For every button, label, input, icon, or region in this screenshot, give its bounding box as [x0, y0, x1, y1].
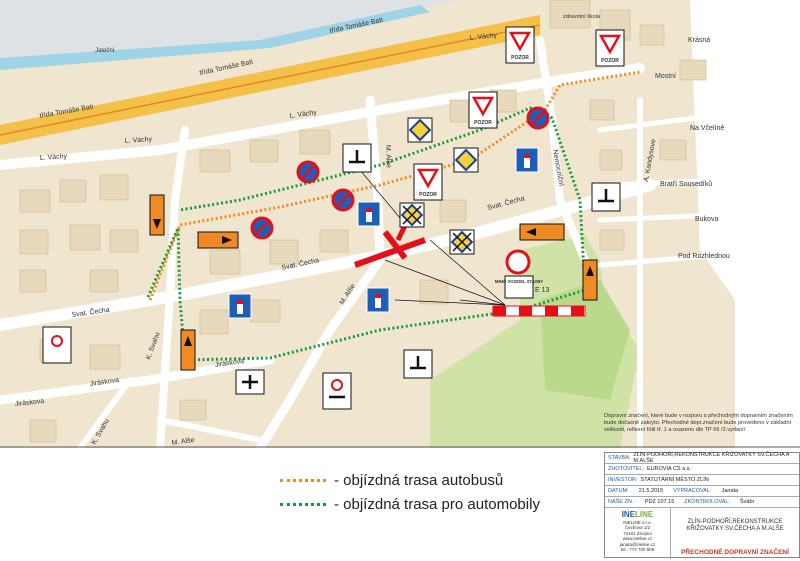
tb-zkontroloval-label: ZKONTROLOVAL: [684, 499, 731, 505]
street-label-l-vachy-3: L. Váchy [289, 109, 317, 120]
sign-code-e13: E 13 [535, 287, 550, 294]
street-label-m-alse-1: M. Alše [384, 145, 392, 168]
note-text: Dopravní značení, které bude v rozporu s… [604, 413, 793, 433]
sign-pointer-lines [359, 169, 506, 306]
tb-drawing-title: PŘECHODNÉ DOPRAVNÍ ZNAČENÍ [681, 549, 789, 556]
is11-panel-5 [403, 349, 433, 379]
dead-end-sign-2 [228, 293, 252, 319]
no-parking-sign-1 [296, 160, 320, 184]
tb-vypracoval-label: VYPRACOVAL: [673, 488, 712, 494]
pozor-text-1: POZOR [511, 55, 529, 61]
street-label-mostni: Mostní [655, 73, 676, 80]
label-zdravotni-skola: zdravotní škola [563, 14, 601, 20]
tb-investor: INVESTOR:STATUTÁRNÍ MĚSTO ZLÍN [605, 475, 799, 486]
dead-end-sign-1 [357, 201, 381, 227]
no-vehicles-sign [505, 249, 531, 275]
is11-panel-2 [591, 182, 621, 212]
pozor-text-4: POZOR [419, 192, 437, 198]
logo-line-6: tel.: 774 700 500 [620, 547, 655, 553]
river [0, 5, 430, 70]
tb-datum-value: 21.5.2015 [638, 488, 664, 494]
pozor-text-3: POZOR [474, 120, 492, 126]
is11-panel-3 [42, 326, 72, 364]
tb-nase-zn-label: NAŠE ZN.: [608, 499, 635, 505]
logo-line-4: www.ineline.cz [622, 536, 653, 542]
title-block: STAVBA:ZLÍN-PODHOŘÍ,REKONSTRUKCE KŘIŽOVA… [604, 452, 800, 559]
tb-zhotovitel-label: ZHOTOVITEL: [608, 466, 644, 472]
logo-brand: INELINE [621, 510, 654, 519]
legend-car-route: - objízdná trasa pro automobily [280, 492, 600, 516]
tb-stavba-label: STAVBA: [608, 455, 631, 461]
detour-arrow-5 [180, 329, 196, 371]
tb-datum-label: DATUM: [608, 488, 629, 494]
tb-zn-row: NAŠE ZN.: PDZ 107.15 ZKONTROLOVAL: Švábr [605, 497, 799, 508]
empty-area [640, 0, 800, 448]
pozor-text-2: POZOR [601, 58, 619, 64]
legend-car-label: - objízdná trasa pro automobily [334, 495, 540, 513]
street-label-pod-rozhlednou: Pod Rozhlednou [678, 253, 730, 260]
legend: - objízdná trasa autobusů - objízdná tra… [280, 468, 600, 516]
legend-car-swatch [280, 502, 326, 506]
no-parking-sign-3 [250, 216, 274, 240]
dead-end-sign-4 [515, 147, 539, 173]
street-label-jiraskova-1: Jiráskova [89, 377, 119, 388]
priority-road-sign-2 [453, 147, 479, 173]
legend-bus-route: - objízdná trasa autobusů [280, 468, 600, 492]
detour-arrow-1 [149, 194, 165, 236]
tb-project: ZLÍN-PODHOŘÍ,REKONSTRUKCE KŘIŽOVATKY SV.… [671, 508, 799, 559]
tb-vypracoval-value: Janata [721, 488, 739, 494]
detour-arrow-4 [582, 259, 598, 301]
highway-centerline [0, 24, 541, 136]
street-label-l-vachy-1: L. Váchy [40, 153, 68, 162]
is11-panel-6 [235, 369, 265, 395]
logo-line-5: janata@ineline.cz [619, 541, 656, 547]
is11-panel-1 [342, 143, 372, 173]
pozor-yield-sign-2: POZOR [595, 29, 625, 67]
pozor-yield-sign-3: POZOR [468, 91, 498, 129]
tb-investor-label: INVESTOR: [608, 477, 638, 483]
tb-stavba-value: ZLÍN-PODHOŘÍ,REKONSTRUKCE KŘIŽOVATKY SV.… [633, 452, 790, 464]
legend-bus-label: - objízdná trasa autobusů [334, 471, 504, 489]
logo-line-3: 74101 Znojmo [623, 530, 652, 536]
street-label-l-vachy-2: L. Váchy [125, 136, 153, 145]
street-label-bratri-sousediku: Bratří Sousedíků [660, 180, 712, 188]
tb-project-title: ZLÍN-PODHOŘÍ,REKONSTRUKCE KŘIŽOVATKY SV.… [686, 519, 784, 532]
street-label-l-vachy-4: L. Váchy [469, 32, 497, 42]
tb-nase-zn-value: PDZ 107.15 [644, 499, 675, 505]
no-parking-sign-4 [526, 106, 550, 130]
supplementary-plate-text: MIMO VOZIDEL STAVBY [495, 279, 543, 284]
pozor-yield-sign-1: POZOR [505, 26, 535, 64]
pozor-yield-sign-4: POZOR [413, 163, 443, 201]
supplementary-plate [504, 275, 534, 299]
street-label-m-alse-3: M. Alše [171, 437, 195, 447]
is11-panel-4 [322, 372, 352, 410]
tb-stavba: STAVBA:ZLÍN-PODHOŘÍ,REKONSTRUKCE KŘIŽOVA… [605, 452, 799, 464]
logo-line-2: Čechova 1/2 [624, 525, 651, 531]
barrier-z2 [492, 305, 586, 317]
priority-road-sign-1 [407, 117, 433, 143]
street-label-na-vecnosti: Na Včelíně [690, 125, 724, 132]
tb-bottom: INELINE INELINE s.r.o. Čechova 1/2 74101… [605, 508, 799, 559]
company-logo: INELINE INELINE s.r.o. Čechova 1/2 74101… [605, 508, 671, 559]
priority-road-end-sign-1 [399, 202, 425, 228]
dead-end-sign-3 [366, 287, 390, 313]
tb-datum-row: DATUM: 21.5.2015 VYPRACOVAL: Janata [605, 486, 799, 497]
detour-arrow-3 [519, 223, 565, 241]
map-canvas[interactable]: MIMO VOZIDEL STAVBY E 13 POZOR POZOR POZ… [0, 0, 800, 448]
logo-line-1: INELINE s.r.o. [623, 520, 652, 525]
street-label-jateni: Jateční [95, 48, 115, 54]
tb-investor-value: STATUTÁRNÍ MĚSTO ZLÍN [640, 477, 709, 483]
priority-road-end-sign-2 [449, 229, 475, 255]
tb-zhotovitel: ZHOTOVITEL:EUROVIA CS a.s. [605, 464, 799, 475]
detour-arrow-2 [197, 231, 239, 249]
no-parking-sign-2 [331, 188, 355, 212]
legend-bus-swatch [280, 478, 326, 482]
street-label-bukova: Bukova [695, 216, 718, 223]
tb-zkontroloval-value: Švábr [740, 499, 755, 505]
street-label-jiraskova-3: Jiráskova [14, 398, 44, 408]
street-label-jiraskova-2: Jiráskova [214, 358, 244, 369]
tb-zhotovitel-value: EUROVIA CS a.s. [646, 466, 691, 472]
street-label-kraska: Krásná [688, 37, 710, 44]
